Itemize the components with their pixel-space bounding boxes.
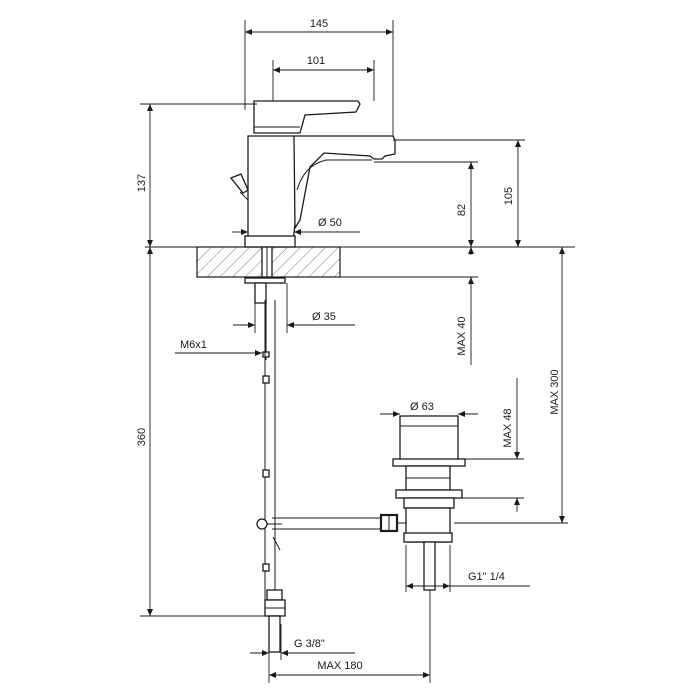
dim-plug-height-max: MAX 48 <box>502 408 514 447</box>
faucet-body <box>244 135 396 248</box>
pop-up-waste <box>379 415 466 543</box>
pop-up-linkage <box>256 517 382 530</box>
pop-up-knob <box>229 173 249 201</box>
dim-height-total: 137 <box>136 174 148 192</box>
dim-countertop-max: MAX 40 <box>456 316 468 355</box>
countertop <box>145 246 575 278</box>
waste-tailpiece <box>423 541 436 591</box>
dim-below-counter: 360 <box>136 428 148 446</box>
dim-height-spout-top: 105 <box>503 187 515 205</box>
dim-rod-max: MAX 180 <box>317 660 362 672</box>
dim-waste-thread: G1" 1/4 <box>468 571 505 583</box>
dim-body-diameter: Ø 50 <box>318 217 342 229</box>
dim-hose-thread: G 3/8" <box>294 638 325 650</box>
dim-width-spout: 101 <box>307 55 325 67</box>
dim-waste-max: MAX 300 <box>549 369 561 414</box>
supply-hose <box>262 300 286 653</box>
dimension-lines <box>140 20 568 683</box>
faucet-lever-handle <box>253 100 361 134</box>
dim-plug-diameter: Ø 63 <box>410 401 434 413</box>
fixing-rod <box>244 246 286 360</box>
dim-height-spout-outlet: 82 <box>456 204 468 216</box>
dim-thread-m6: M6x1 <box>180 339 207 351</box>
dim-width-overall: 145 <box>310 18 328 30</box>
dim-hole-diameter: Ø 35 <box>312 311 336 323</box>
